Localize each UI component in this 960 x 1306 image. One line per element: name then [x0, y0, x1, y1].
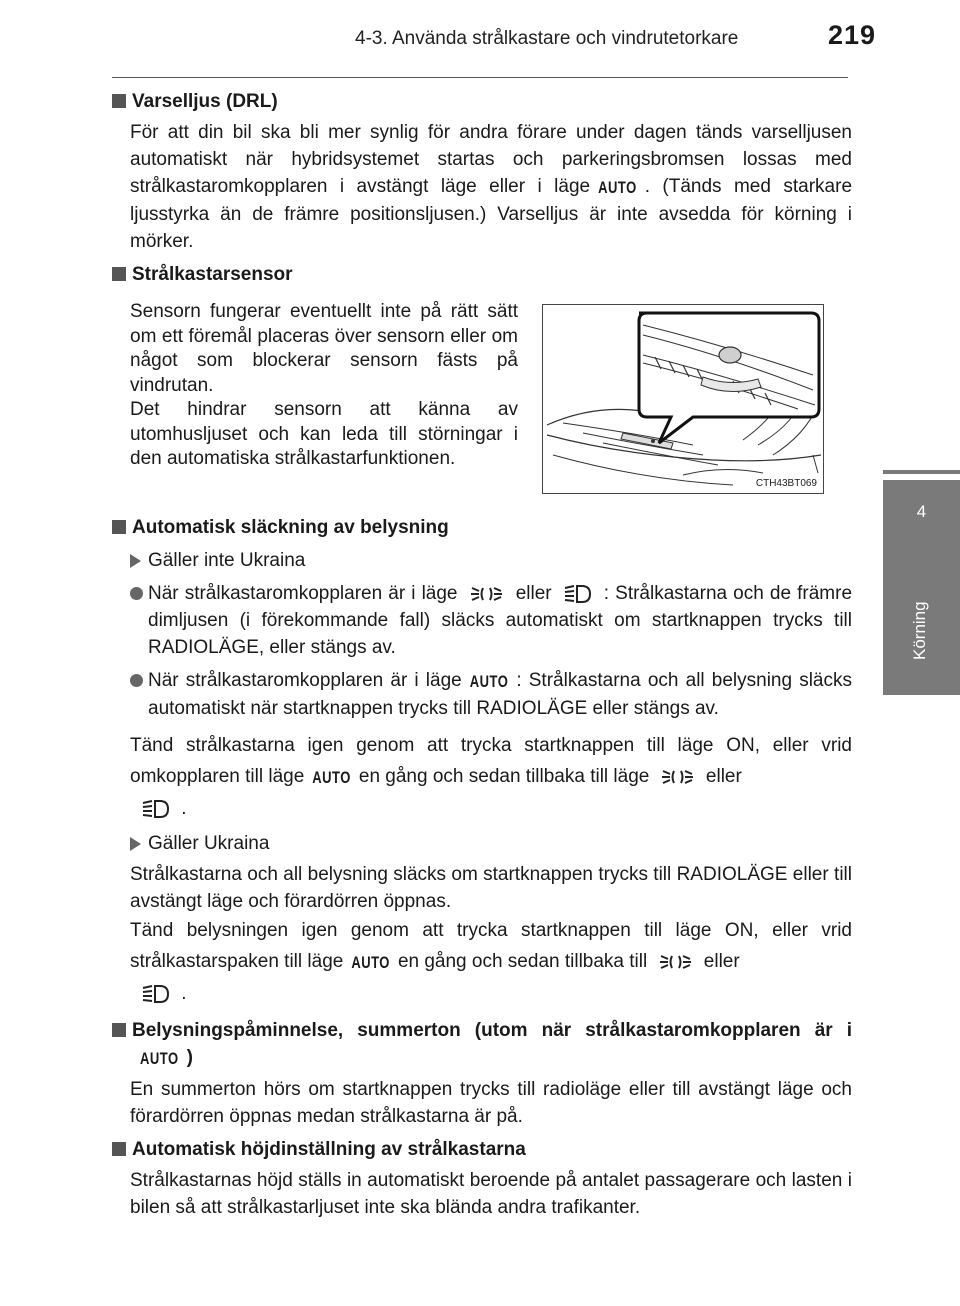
leveling-text: Strålkastarnas höjd ställs in automatisk…: [130, 1170, 852, 1218]
ukraine-subheading: Gäller Ukraina: [130, 830, 852, 857]
page-number: 219: [828, 20, 877, 50]
bullet-dot-icon: [130, 674, 143, 687]
headlight-icon: [142, 799, 169, 818]
tail-light-icon: [658, 954, 692, 969]
leveling-heading: Automatisk höjdinställning av strålkasta…: [112, 1136, 852, 1163]
sensor-heading: Strålkastarsensor: [112, 261, 852, 288]
side-tab-divider: [883, 470, 960, 474]
relight-text: Tänd strålkastarna igen genom att trycka…: [130, 735, 852, 819]
section-square-icon: [112, 267, 126, 281]
section-square-icon: [112, 520, 126, 534]
auto-icon: AUTO: [469, 672, 509, 691]
chapter-number: 4: [916, 502, 927, 521]
sensor-text: Sensorn fungerar eventuellt inte på rätt…: [130, 301, 518, 469]
section-header-title: 4-3. Använda strålkastare och vindruteto…: [355, 28, 739, 49]
drl-text: För att din bil ska bli mer synlig för a…: [130, 122, 853, 252]
section-square-icon: [112, 94, 126, 108]
section-square-icon: [112, 1142, 126, 1156]
not-ukraine-subheading: Gäller inte Ukraina: [130, 547, 852, 574]
sensor-block: Sensorn fungerar eventuellt inte på rätt…: [112, 300, 852, 500]
tail-light-icon: [660, 769, 694, 784]
windshield-sensor-illustration: CTH43BT069: [542, 304, 824, 494]
headlight-icon: [142, 984, 169, 1003]
ukraine-relight-text: Tänd belysningen igen genom att trycka s…: [130, 920, 852, 1004]
header-divider: [112, 77, 848, 78]
auto-icon: AUTO: [351, 953, 390, 972]
auto-off-heading: Automatisk släckning av belysning: [112, 514, 852, 541]
auto-icon: AUTO: [312, 768, 351, 787]
auto-icon: AUTO: [140, 1049, 179, 1068]
headlight-icon: [563, 584, 591, 603]
tail-light-icon: [469, 586, 503, 601]
figure-caption: CTH43BT069: [755, 478, 817, 489]
reminder-text: En summerton hörs om startknappen trycks…: [130, 1079, 852, 1127]
chapter-side-tab: 4 Körning: [883, 480, 960, 695]
ukraine-text: Strålkastarna och all belysning släcks o…: [130, 864, 852, 912]
bullet-dot-icon: [130, 587, 143, 600]
triangle-bullet-icon: [130, 837, 141, 851]
auto-icon: AUTO: [598, 178, 637, 197]
section-square-icon: [112, 1023, 126, 1037]
drl-heading: Varselljus (DRL): [112, 88, 852, 115]
triangle-bullet-icon: [130, 554, 141, 568]
chapter-label: Körning: [910, 601, 929, 660]
bullet-tail-head: När strålkastaromkopplaren är i läge ell…: [130, 580, 852, 661]
reminder-heading: Belysningspåminnelse, summerton (utom nä…: [112, 1017, 852, 1072]
